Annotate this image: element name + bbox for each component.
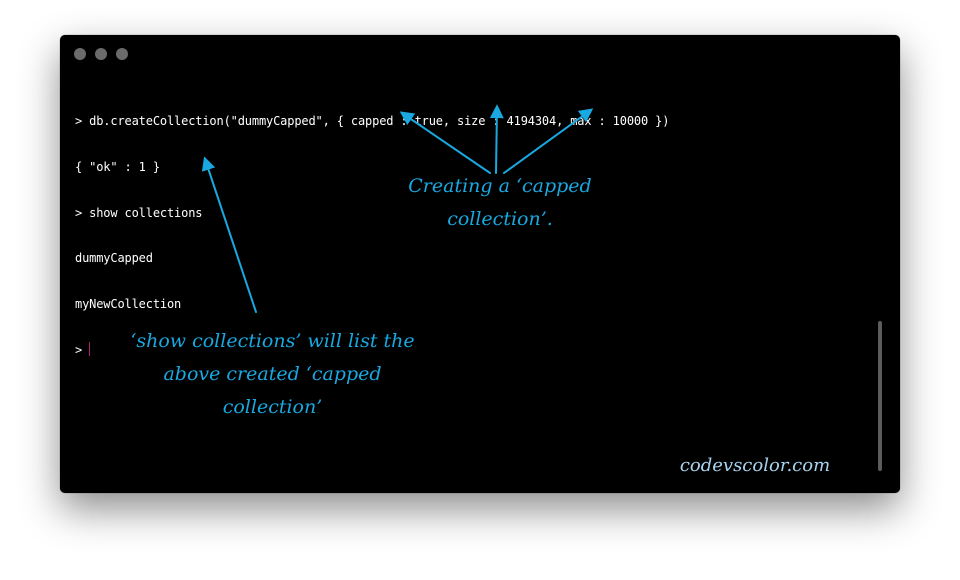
zoom-button[interactable]: [116, 48, 128, 60]
minimize-button[interactable]: [95, 48, 107, 60]
arrow-to-size-option: [489, 104, 504, 174]
terminal-line: dummyCapped: [75, 251, 153, 266]
arrow-to-max-option: [503, 108, 594, 174]
annotation-line: collection’.: [447, 208, 553, 230]
terminal-line: myNewCollection: [75, 296, 182, 311]
terminal-prompt-line[interactable]: >: [75, 342, 875, 357]
terminal-line: > show collections: [75, 205, 203, 220]
annotation-line: above created ‘capped: [163, 363, 382, 385]
annotation-line: collection’: [222, 396, 323, 418]
terminal-line: { "ok" : 1 }: [75, 160, 160, 174]
annotation-line: ‘show collections’ will list the: [130, 330, 415, 352]
text-cursor: [89, 342, 91, 357]
annotation-line: Creating a ‘capped: [408, 175, 592, 197]
close-button[interactable]: [74, 48, 86, 60]
arrow-to-capped-option: [399, 111, 491, 174]
capped-collection-annotation: Creating a ‘capped collection’.: [360, 170, 640, 236]
terminal-window: > db.createCollection("dummyCapped", { c…: [60, 35, 900, 493]
show-collections-annotation: ‘show collections’ will list the above c…: [100, 325, 445, 424]
terminal-output[interactable]: > db.createCollection("dummyCapped", { c…: [75, 84, 875, 388]
annotation-arrows: [201, 104, 594, 313]
scrollbar[interactable]: [878, 321, 882, 471]
terminal-line: > db.createCollection("dummyCapped", { c…: [75, 114, 670, 129]
brand-watermark: codevscolor.com: [679, 455, 831, 476]
arrow-to-collection-list: [201, 156, 257, 313]
terminal-prompt: >: [75, 343, 83, 358]
